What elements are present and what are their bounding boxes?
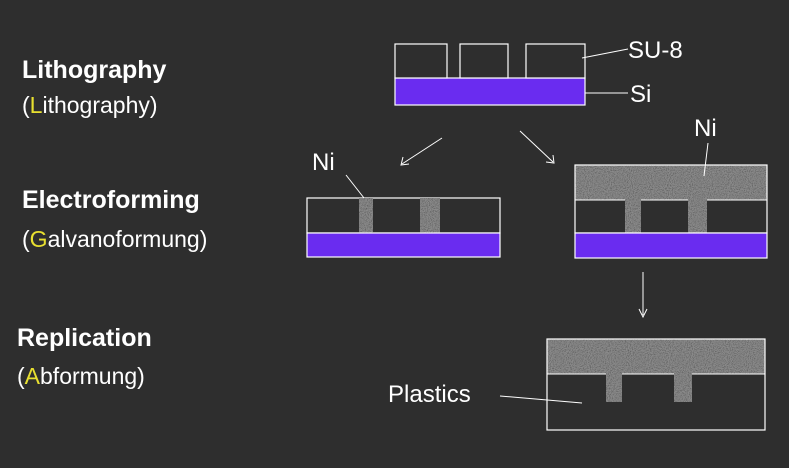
label-ni-right: Ni [694,115,717,142]
step-subtitle-electroforming: (Galvanoformung) [22,226,208,252]
highlight-initial: L [29,92,43,118]
lithography-structure: SU-8 Si [394,37,683,108]
label-plastics: Plastics [388,381,471,408]
silicon-substrate [574,232,768,259]
ni-leader-line [345,174,365,199]
nickel-post [625,198,641,233]
su8-resist-block [394,43,448,79]
ni-leader-line [703,142,709,177]
su8-leader-line [581,48,629,59]
structure-outline [546,338,766,431]
electroforming-partial-structure: Ni [306,149,501,258]
su8-resist-block [525,43,586,79]
nickel-mold [547,339,765,374]
arrow-to-left-electroforming [401,137,443,165]
arrowhead [545,154,555,164]
step-title-replication: Replication [17,324,152,352]
flow-arrows [400,130,648,319]
step-subtitle-lithography: (Lithography) [22,92,158,118]
su8-resist-layer [306,197,501,234]
nickel-layer [575,165,767,200]
silicon-substrate [306,232,501,258]
nickel-fill [359,198,373,233]
step-title-electroforming: Electroforming [22,186,200,214]
nickel-fill [420,198,440,233]
label-ni-left: Ni [312,149,335,176]
electroforming-overfill-structure: Ni [574,115,768,259]
step-title-lithography: Lithography [22,56,167,84]
su8-resist-block [641,200,688,233]
plastics-leader-line [499,395,583,404]
su8-resist-block [575,200,625,233]
nickel-mold-post [674,372,692,402]
step-subtitle-replication: (Abformung) [17,363,145,389]
highlight-initial: G [29,226,48,252]
label-su8: SU-8 [628,37,683,64]
su8-resist-block [459,43,509,79]
arrow-to-right-electroforming [519,130,554,163]
arrowhead [400,156,410,166]
replication-structure: Plastics [388,338,766,431]
nickel-mold-post [606,372,622,402]
arrowhead [638,308,648,319]
label-si: Si [630,81,651,108]
nickel-post [688,198,707,233]
silicon-substrate [394,77,586,106]
highlight-initial: A [24,363,41,389]
su8-resist-block [707,200,767,233]
